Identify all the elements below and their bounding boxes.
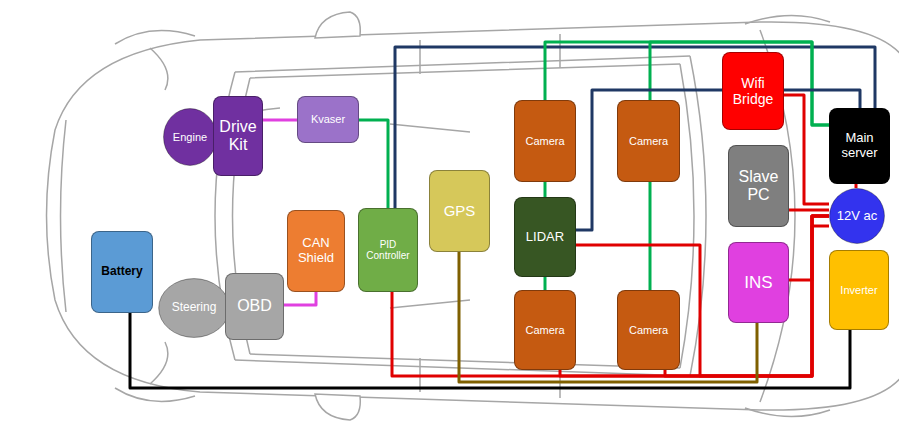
node-label: Engine [173,131,207,144]
node-label: LIDAR [526,230,564,245]
node-label: Inverter [840,284,877,297]
node-label: INS [744,273,772,293]
wire [789,209,829,212]
node-label: Camera [629,135,668,148]
wire [284,292,316,305]
wire [459,252,757,382]
node-label: Main server [833,131,886,161]
node-label: CAN Shield [291,236,341,266]
wire [665,216,829,376]
steering-circle: Steering [158,278,230,338]
wire [789,226,829,280]
lidar-box: LIDAR [514,197,576,277]
wire [359,120,388,208]
camera-box: Camera [514,100,576,182]
ins-box: INS [728,242,789,323]
node-label: Camera [629,324,668,337]
wire [263,119,297,122]
node-label: Kvaser [311,113,345,126]
node-label: Steering [172,301,217,315]
node-label: Wifi Bridge [726,75,780,107]
wire [544,182,547,197]
can-shield-box: CAN Shield [287,210,345,292]
wire [576,90,860,230]
engine-circle: Engine [163,108,217,166]
node-label: Battery [101,265,142,279]
kvaser-box: Kvaser [297,96,359,143]
main-server-box: Main server [829,108,890,184]
gps-box: GPS [429,170,490,252]
camera-box: Camera [617,290,680,370]
slave-pc-box: Slave PC [728,145,789,227]
wire [545,42,829,125]
drive-kit-box: Drive Kit [213,96,263,176]
wire [560,216,829,376]
obd-box: OBD [225,273,284,340]
wire [576,216,829,376]
camera-box: Camera [617,100,680,182]
pid-controller-box: PID Controller [358,208,418,292]
wire [855,184,858,188]
wire [784,95,829,204]
node-label: Camera [525,324,564,337]
wifi-bridge-box: Wifi Bridge [722,52,784,130]
node-label: PID Controller [362,239,414,262]
node-label: GPS [444,202,476,219]
node-label: Camera [525,135,564,148]
camera-box: Camera [514,290,576,370]
wire [544,277,547,290]
node-label: Slave PC [732,168,785,205]
node-label: 12V ac [837,209,877,224]
power-12v-circle: 12V ac [829,188,885,244]
inverter-box: Inverter [829,250,889,330]
wire [649,182,652,290]
node-label: Drive Kit [217,118,259,155]
battery-box: Battery [91,231,153,313]
node-label: OBD [237,297,272,315]
